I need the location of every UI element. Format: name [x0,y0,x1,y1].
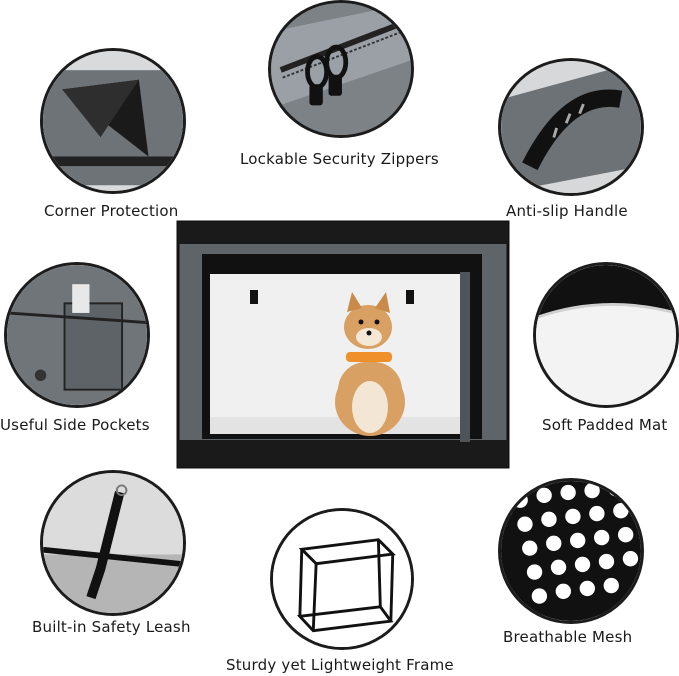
handle-label: Anti-slip Handle [506,202,628,220]
leash-detail-image [40,470,186,616]
mat-label: Soft Padded Mat [542,416,668,434]
corner-detail-image [40,48,186,194]
zipper-detail-image [268,0,414,138]
zippers-label: Lockable Security Zippers [240,150,439,168]
mesh-label: Breathable Mesh [503,628,633,646]
frame-label: Sturdy yet Lightweight Frame [226,656,454,674]
mat-detail-image [533,262,679,408]
pockets-detail-image [4,262,150,408]
corner-label: Corner Protection [44,202,179,220]
pet-crate-image [170,212,515,472]
mesh-detail-image [498,478,644,624]
pockets-label: Useful Side Pockets [0,416,150,434]
handle-detail-image [498,58,644,196]
frame-detail-image [270,508,414,650]
leash-label: Built-in Safety Leash [32,618,191,636]
